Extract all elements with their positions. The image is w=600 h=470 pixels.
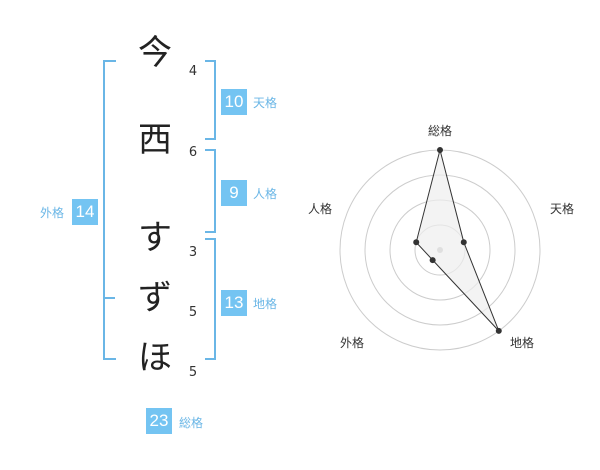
tenkaku-label: 天格 [253, 96, 278, 110]
name-char-5: ほ [138, 338, 172, 378]
stroke-count-2: 6 [188, 145, 198, 160]
name-char-1: 今 [138, 33, 172, 73]
radar-axis-label-soukaku: 総格 [428, 124, 453, 138]
radar-point-3 [495, 327, 502, 334]
jinkaku-value: 9 [221, 180, 247, 206]
jinkaku-bracket [205, 149, 216, 233]
gaikaku-label: 外格 [40, 206, 65, 220]
gaikaku-bracket-tick [105, 297, 115, 299]
radar-point-4 [429, 257, 436, 264]
soukaku-label: 総格 [179, 416, 204, 430]
stroke-count-4: 5 [188, 305, 198, 320]
radar-series-polygon [415, 149, 500, 332]
radar-point-1 [437, 147, 443, 153]
chikaku-value: 13 [221, 290, 247, 316]
radar-axis-label-tenkaku: 天格 [550, 202, 575, 216]
chikaku-label: 地格 [253, 297, 278, 311]
radar-axis-label-gaikaku: 外格 [340, 336, 365, 350]
gaikaku-value: 14 [72, 199, 98, 225]
stroke-count-3: 3 [188, 245, 198, 260]
tenkaku-bracket [205, 60, 216, 140]
name-char-4: ず [138, 278, 172, 318]
jinkaku-label: 人格 [253, 187, 278, 201]
name-char-3: す [138, 218, 172, 258]
radar-point-2 [460, 239, 467, 246]
gaikaku-bracket [103, 60, 116, 360]
tenkaku-value: 10 [221, 89, 247, 115]
stroke-count-5: 5 [188, 365, 198, 380]
name-char-2: 西 [138, 120, 172, 160]
radar-axis-label-chikaku: 地格 [510, 336, 535, 350]
soukaku-value: 23 [146, 408, 172, 434]
stroke-count-1: 4 [188, 64, 198, 79]
chikaku-bracket [205, 238, 216, 360]
radar-axis-label-jinkaku: 人格 [308, 202, 333, 216]
radar-point-5 [413, 239, 420, 246]
